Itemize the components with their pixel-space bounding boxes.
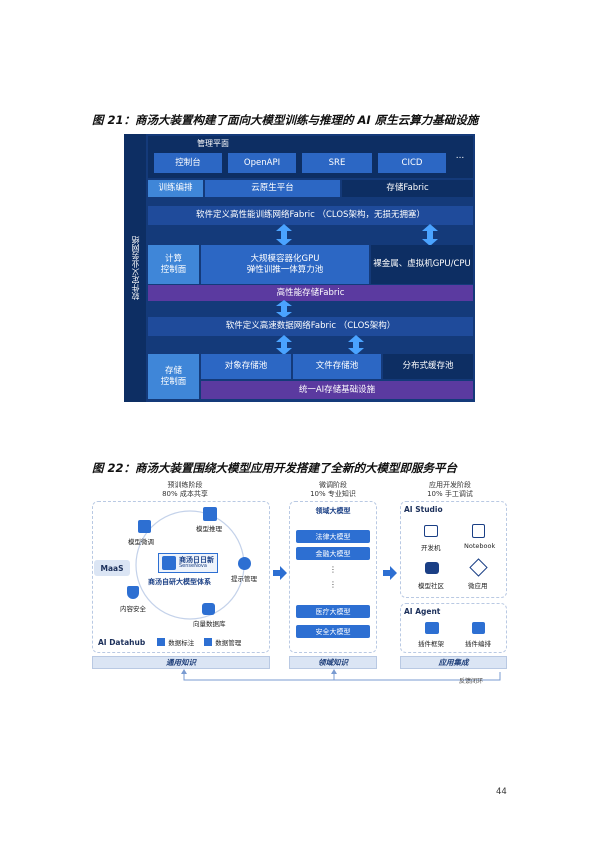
- content-safety-label: 内容安全: [120, 605, 146, 613]
- high-performance-storage-fabric: 高性能存储Fabric: [148, 285, 473, 301]
- mgmt-item-openapi: OpenAPI: [228, 153, 296, 173]
- data-mgmt-icon: [204, 638, 213, 646]
- data-network-fabric: 软件定义高速数据网络Fabric （CLOS架构）: [148, 317, 473, 336]
- unified-ai-storage: 统一AI存储基础设施: [201, 381, 473, 399]
- feedback-label: 反馈闭环: [459, 678, 484, 685]
- maas-tag: MaaS: [94, 560, 130, 576]
- prompt-mgmt-icon: [238, 557, 251, 570]
- dev-machine-icon: [424, 525, 438, 537]
- plugin-framework-label: 插件框架: [418, 640, 444, 648]
- model-community-label: 模型社区: [418, 582, 444, 590]
- bidirectional-arrow-icon: [276, 224, 292, 246]
- datahub-row: AI Datahub 数据标注 数据管理: [98, 637, 242, 648]
- mgmt-item-sre: SRE: [302, 153, 372, 173]
- plugin-framework-icon: [425, 622, 439, 634]
- security-model: 安全大模型: [296, 625, 370, 638]
- model-inference-icon: [203, 507, 217, 521]
- notebook-label: Notebook: [464, 542, 496, 550]
- vector-db-icon: [202, 603, 215, 615]
- model-inference-label: 模型推理: [196, 525, 222, 533]
- cloud-native-platform: 云原生平台: [205, 180, 340, 197]
- figure-21-diagram: 软件定义业务网络 管理平面 控制台 OpenAPI SRE CICD ... 训…: [124, 134, 475, 402]
- studio-panel: [400, 501, 507, 598]
- dev-machine-label: 开发机: [421, 544, 441, 552]
- finetune-stage-header: 微调阶段 10% 专业知识: [310, 481, 356, 499]
- bidirectional-arrow-icon: [422, 224, 438, 246]
- file-storage-pool: 文件存储池: [293, 354, 381, 379]
- ai-studio-title: AI Studio: [404, 505, 443, 514]
- storage-fabric: 存储Fabric: [342, 180, 473, 197]
- management-plane: 管理平面 控制台 OpenAPI SRE CICD ...: [148, 136, 473, 178]
- model-system-label: 商汤自研大模型体系: [148, 578, 211, 586]
- management-plane-title: 管理平面: [197, 139, 229, 148]
- bidirectional-arrow-icon: [348, 335, 364, 355]
- pretrain-stage-header: 预训练阶段 80% 成本共享: [162, 481, 208, 499]
- storage-control-plane: 存储 控制面: [148, 354, 199, 399]
- mgmt-item-console: 控制台: [154, 153, 222, 173]
- mgmt-item-more: ...: [455, 151, 465, 161]
- more-models-dots: ⋮: [329, 580, 337, 589]
- ai-agent-title: AI Agent: [404, 607, 441, 616]
- data-label-icon: [157, 638, 166, 646]
- content-safety-icon: [127, 586, 139, 599]
- plugin-orchestration-icon: [472, 622, 485, 634]
- side-label: 软件定义业务网络: [124, 134, 146, 402]
- more-models-dots: ⋮: [329, 565, 337, 574]
- sensenova-logo-icon: [162, 556, 176, 570]
- vector-db-label: 向量数据库: [193, 620, 226, 628]
- domain-model-title: 领域大模型: [315, 507, 351, 515]
- model-finetune-icon: [138, 520, 151, 533]
- feedback-loop: [181, 669, 501, 681]
- training-network-fabric: 软件定义高性能训练网络Fabric （CLOS架构，无损无拥塞）: [148, 206, 473, 225]
- legal-model: 法律大模型: [296, 530, 370, 543]
- object-storage-pool: 对象存储池: [201, 354, 291, 379]
- page-number: 44: [496, 787, 507, 797]
- mgmt-item-cicd: CICD: [378, 153, 446, 173]
- distributed-cache-pool: 分布式缓存池: [383, 354, 473, 379]
- finance-model: 金融大模型: [296, 547, 370, 560]
- right-arrow-icon: [383, 565, 397, 580]
- notebook-icon: [472, 524, 485, 538]
- domain-knowledge-bar: 领域知识: [289, 656, 377, 669]
- app-stage-header: 应用开发阶段 10% 手工调试: [427, 481, 473, 499]
- general-knowledge-bar: 通用知识: [92, 656, 270, 669]
- medical-model: 医疗大模型: [296, 605, 370, 618]
- compute-control-plane: 计算 控制面: [148, 245, 199, 284]
- bidirectional-arrow-icon: [276, 335, 292, 355]
- model-community-icon: [425, 562, 439, 574]
- datahub-label: AI Datahub: [98, 637, 146, 647]
- gpu-pool: 大规模容器化GPU 弹性训推一体算力池: [201, 245, 369, 284]
- agent-panel: [400, 603, 507, 653]
- bare-metal-vm: 裸金属、虚拟机GPU/CPU: [371, 245, 473, 284]
- figure-22-caption: 图 22：商汤大装置围绕大模型应用开发搭建了全新的大模型即服务平台: [92, 461, 458, 475]
- app-integration-bar: 应用集成: [400, 656, 507, 669]
- model-finetune-label: 模型微调: [128, 538, 154, 546]
- pretrain-panel: [92, 501, 270, 653]
- plugin-orchestration-label: 插件编排: [465, 640, 491, 648]
- figure-21-caption: 图 21：商汤大装置构建了面向大模型训练与推理的 AI 原生云算力基础设施: [92, 113, 479, 127]
- bidirectional-arrow-icon: [276, 300, 292, 318]
- training-orchestration: 训练编排: [148, 180, 203, 197]
- sensenova-logo: 商汤日日新 SenseNova: [158, 553, 218, 573]
- micro-app-label: 微应用: [468, 582, 488, 590]
- prompt-mgmt-label: 提示管理: [231, 575, 257, 583]
- right-arrow-icon: [273, 565, 287, 580]
